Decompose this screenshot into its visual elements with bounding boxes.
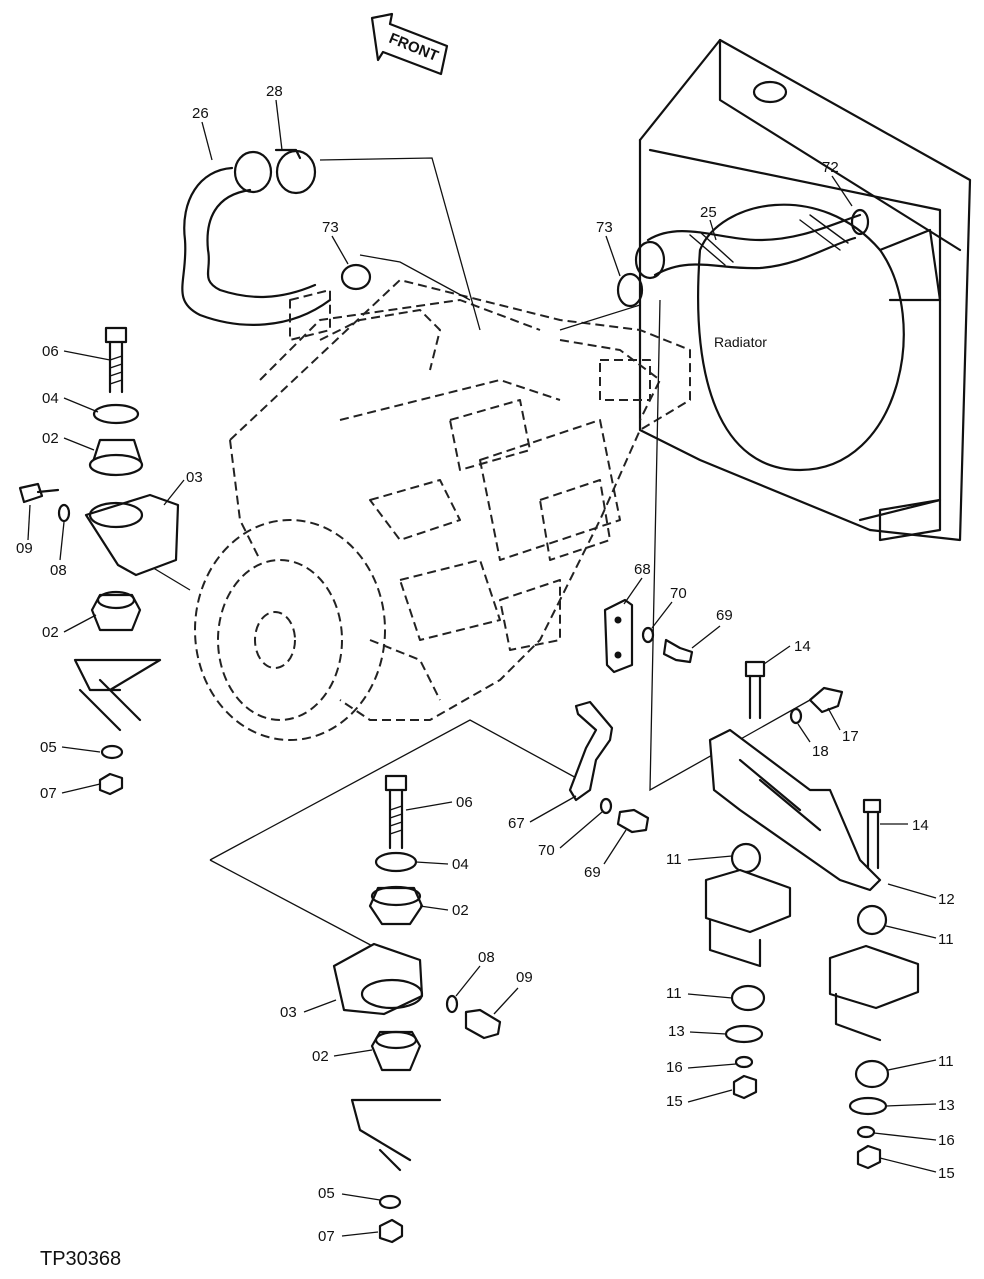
leader-lines <box>139 157 811 951</box>
figure-id: TP30368 <box>40 1248 121 1270</box>
callout-05-left: 05 <box>40 739 57 756</box>
callout-14-right: 14 <box>912 817 929 834</box>
callout-68: 68 <box>634 561 651 578</box>
callout-73-left: 73 <box>322 219 339 236</box>
callout-03-left: 03 <box>186 469 203 486</box>
front-arrow: FRONT <box>370 12 449 76</box>
callout-08-center: 08 <box>478 949 495 966</box>
callout-70-top: 70 <box>670 585 687 602</box>
callout-11-lower-left: 11 <box>666 985 682 1002</box>
callout-09-left: 09 <box>16 540 33 557</box>
callout-67: 67 <box>508 815 525 832</box>
callouts: 26 28 73 73 25 72 06 04 02 03 09 08 02 0… <box>16 83 955 1245</box>
callout-05-center: 05 <box>318 1185 335 1202</box>
right-mount-stack <box>704 660 920 1170</box>
callout-09-center: 09 <box>516 969 533 986</box>
upper-hose <box>181 148 372 326</box>
callout-12: 12 <box>938 891 955 908</box>
callout-18: 18 <box>812 743 829 760</box>
callout-13-right: 13 <box>938 1097 955 1114</box>
callout-13-left: 13 <box>668 1023 685 1040</box>
callout-08-left: 08 <box>50 562 67 579</box>
center-mount-stack <box>332 774 502 1244</box>
callout-06-left: 06 <box>42 343 59 360</box>
callout-15-left: 15 <box>666 1093 683 1110</box>
radiator: Radiator <box>638 38 972 542</box>
callout-07-center: 07 <box>318 1228 335 1245</box>
callout-72: 72 <box>822 159 839 176</box>
callout-03-center: 03 <box>280 1004 297 1021</box>
callout-06-center: 06 <box>456 794 473 811</box>
bracket-68 <box>603 598 694 674</box>
radiator-label: Radiator <box>714 334 767 350</box>
engine-block <box>194 279 691 741</box>
callout-07-left: 07 <box>40 785 57 802</box>
callout-16-left: 16 <box>666 1059 683 1076</box>
callout-02-left-top: 02 <box>42 430 59 447</box>
callout-73-right: 73 <box>596 219 613 236</box>
callout-16-right: 16 <box>938 1132 955 1149</box>
callout-69-top: 69 <box>716 607 733 624</box>
left-mount-stack <box>18 326 180 796</box>
callout-04-left: 04 <box>42 390 59 407</box>
lower-hose <box>616 208 870 308</box>
callout-04-center: 04 <box>452 856 469 873</box>
callout-70-bottom: 70 <box>538 842 555 859</box>
callout-26: 26 <box>192 105 209 122</box>
callout-11-lower-right: 11 <box>938 1053 954 1070</box>
callout-15-right: 15 <box>938 1165 955 1182</box>
callout-02-center-bottom: 02 <box>312 1048 329 1065</box>
callout-11-upper-right: 11 <box>938 931 954 948</box>
callout-28: 28 <box>266 83 283 100</box>
callout-14-top: 14 <box>794 638 811 655</box>
callout-17: 17 <box>842 728 859 745</box>
bracket-67 <box>568 700 650 834</box>
callout-25: 25 <box>700 204 717 221</box>
callout-02-center-top: 02 <box>452 902 469 919</box>
callout-02-left-bottom: 02 <box>42 624 59 641</box>
callout-11-upper-left: 11 <box>666 851 682 868</box>
callout-69-bottom: 69 <box>584 864 601 881</box>
